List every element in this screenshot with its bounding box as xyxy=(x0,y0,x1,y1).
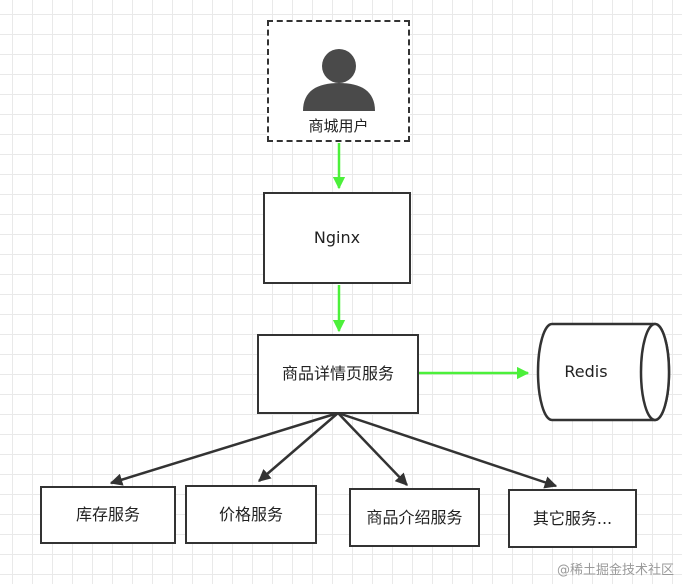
edge-detail-to-stock xyxy=(109,411,339,486)
other-service-label: 其它服务... xyxy=(532,508,613,528)
price-service-label: 价格服务 xyxy=(218,504,283,524)
nginx-label: Nginx xyxy=(313,228,361,247)
detail-service-node: 商品详情页服务 xyxy=(257,334,419,414)
person-icon xyxy=(302,49,375,112)
stock-service-node: 库存服务 xyxy=(40,486,176,544)
intro-service-node: 商品介绍服务 xyxy=(349,488,480,547)
detail-service-label: 商品详情页服务 xyxy=(281,364,394,383)
watermark: @稀土掘金技术社区 xyxy=(556,563,674,578)
nginx-node: Nginx xyxy=(263,192,411,284)
edge-detail-to-other xyxy=(337,411,558,489)
user-node: 商城用户 xyxy=(267,20,410,142)
user-label: 商城用户 xyxy=(308,117,369,136)
other-service-node: 其它服务... xyxy=(508,489,637,548)
redis-label: Redis xyxy=(564,362,608,381)
price-service-node: 价格服务 xyxy=(185,485,317,544)
intro-service-label: 商品介绍服务 xyxy=(366,507,463,527)
redis-cylinder xyxy=(536,322,671,422)
edge-detail-to-intro xyxy=(337,412,408,486)
edge-detail-to-price xyxy=(258,412,339,482)
stock-service-label: 库存服务 xyxy=(75,505,140,524)
